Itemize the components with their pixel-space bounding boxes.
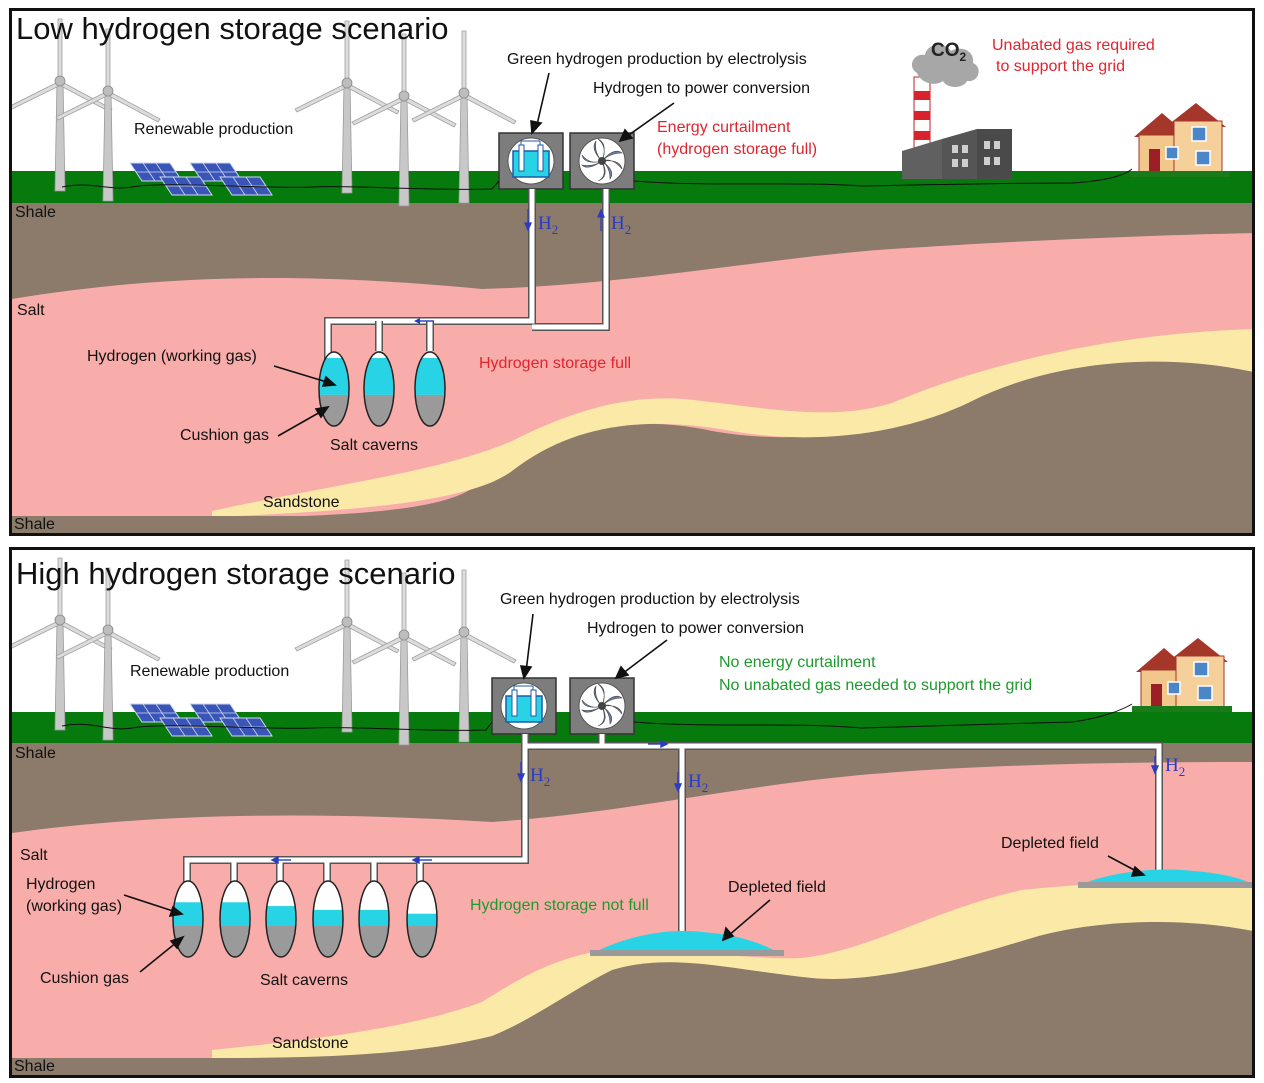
hydrogen-working-gas-label-1: Hydrogen [26,876,96,893]
cavern-working-gas [364,357,394,395]
h2-flow-label-down: H2 [538,213,559,237]
cavern-outline [172,880,204,958]
shale-bottom-label: Shale [14,1058,55,1075]
shale-bottom-layer [12,1058,1252,1075]
h2-flow-label-field-1: H2 [688,771,709,795]
sandstone-label: Sandstone [272,1035,349,1052]
depleted-field-label-2: Depleted field [1001,835,1099,852]
salt-layer [12,233,1252,523]
h2-flow-label-field-2: H2 [1165,755,1186,779]
shale-label: Shale [15,745,56,762]
cavern-working-gas [415,357,445,395]
renewable-production-label: Renewable production [130,663,290,680]
cavern-working-gas [173,902,203,926]
cavern-outline [318,351,350,427]
salt-cavern [219,880,251,958]
electrolysis-label: Green hydrogen production by electrolysi… [500,591,800,608]
shale-bottom-layer [12,516,1252,533]
storage-full-note: (hydrogen storage full) [657,141,818,158]
low-scenario-panel: Low hydrogen storage scenario Renewable … [9,8,1255,536]
salt-cavern [406,880,438,958]
salt-cavern [265,880,297,958]
electrolyser-icon [491,677,557,735]
no-unabated-gas-label: No unabated gas needed to support the gr… [719,677,1033,694]
cavern-outline [358,880,390,958]
salt-caverns-label: Salt caverns [260,972,349,989]
shale-bottom-label: Shale [14,516,55,533]
salt-label: Salt [20,847,48,864]
low-scenario-illustration [12,18,1252,533]
house-icon [1131,637,1233,713]
cavern-outline [414,351,446,427]
power-cable [61,168,1133,190]
salt-cavern [312,880,344,958]
salt-cavern [358,880,390,958]
sandstone-layer [212,882,1252,1058]
salt-layer [12,762,1252,1062]
cavern-outline [265,880,297,958]
hydrogen-turbine-icon [569,677,635,735]
storage-status-label: Hydrogen storage not full [470,897,649,914]
depleted-field-2 [1078,869,1252,888]
shale-label: Shale [15,204,56,221]
high-scenario-title: High hydrogen storage scenario [16,556,456,591]
hydrogen-to-power-label: Hydrogen to power conversion [587,620,805,637]
house-icon [1129,102,1231,178]
cushion-gas-label: Cushion gas [40,970,129,987]
gas-power-plant-icon [902,44,1012,179]
renewable-production-label: Renewable production [134,121,294,138]
co2-label: CO2 [931,40,967,64]
cavern-working-gas [220,902,250,926]
hydrogen-turbine-icon [569,132,635,190]
electrolyser-icon [498,132,564,190]
cavern-outline [406,880,438,958]
cavern-working-gas [313,909,343,926]
salt-caverns [318,351,446,427]
low-scenario-title: Low hydrogen storage scenario [16,11,449,46]
energy-curtailment-label: Energy curtailment [657,119,791,136]
hydrogen-working-gas-label: Hydrogen (working gas) [87,348,257,365]
salt-label: Salt [17,302,45,319]
cushion-gas-label: Cushion gas [180,427,269,444]
depleted-field-1 [590,930,784,956]
depleted-field-label-1: Depleted field [728,879,826,896]
no-curtailment-label: No energy curtailment [719,654,876,671]
cavern-outline [312,880,344,958]
support-grid-label: to support the grid [996,58,1125,75]
salt-cavern [363,351,395,427]
storage-status-label: Hydrogen storage full [479,355,632,372]
unabated-gas-label: Unabated gas required [992,37,1155,54]
h2-flow-label-up: H2 [611,213,632,237]
cavern-working-gas [407,913,437,926]
high-scenario-illustration [12,557,1252,1075]
sandstone-layer [212,329,1252,517]
cavern-outline [363,351,395,427]
sandstone-label: Sandstone [263,494,340,511]
salt-cavern [318,351,350,427]
cavern-working-gas [319,357,349,395]
cavern-working-gas [359,909,389,926]
hydrogen-to-power-label: Hydrogen to power conversion [593,80,811,97]
hydrogen-pipeline [183,734,1163,938]
h2-flow-label-electrolyser: H2 [530,765,551,789]
power-cable [61,703,1133,731]
hydrogen-working-gas-label-2: (working gas) [26,898,123,915]
cavern-outline [219,880,251,958]
salt-caverns-label: Salt caverns [330,437,419,454]
electrolysis-label: Green hydrogen production by electrolysi… [507,51,807,68]
high-scenario-panel: High hydrogen storage scenario Renewable… [9,547,1255,1078]
salt-cavern [414,351,446,427]
cavern-working-gas [266,906,296,926]
